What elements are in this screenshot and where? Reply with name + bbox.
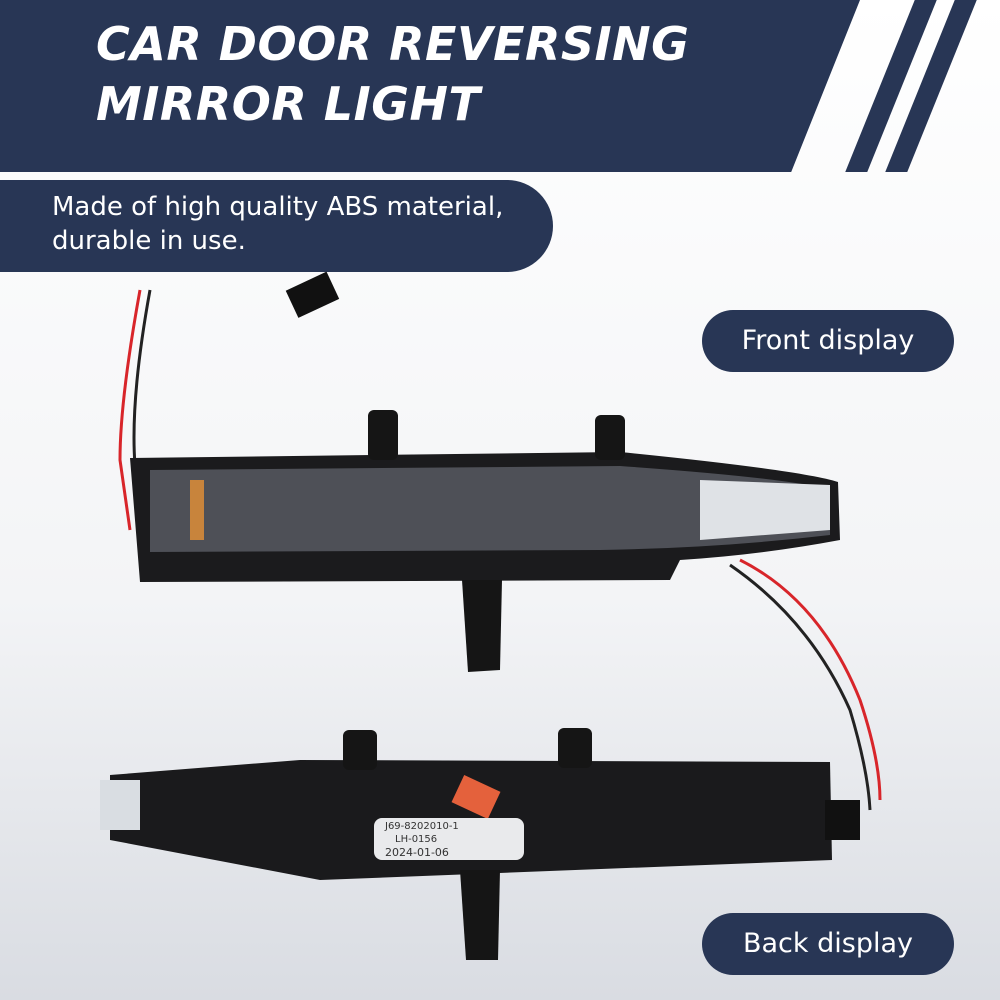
feature-line-1: Made of high quality ABS material, <box>52 192 504 222</box>
page-title: CAR DOOR REVERSING MIRROR LIGHT <box>96 14 689 134</box>
front-light <box>118 271 882 811</box>
title-banner <box>0 0 860 172</box>
label-side-code: LH-0156 <box>395 834 437 845</box>
feature-banner: Made of high quality ABS material, durab… <box>0 180 553 272</box>
back-display-label: Back display <box>702 913 954 975</box>
title-line-1: CAR DOOR REVERSING <box>96 17 690 71</box>
label-part-number: J69-8202010-1 <box>384 821 459 832</box>
title-line-2: MIRROR LIGHT <box>96 77 481 131</box>
label-date: 2024-01-06 <box>385 846 449 859</box>
feature-line-2: durable in use. <box>52 226 246 256</box>
front-display-label: Front display <box>702 310 954 372</box>
back-light: J69-8202010-1 LH-0156 2024-01-06 <box>100 728 860 960</box>
